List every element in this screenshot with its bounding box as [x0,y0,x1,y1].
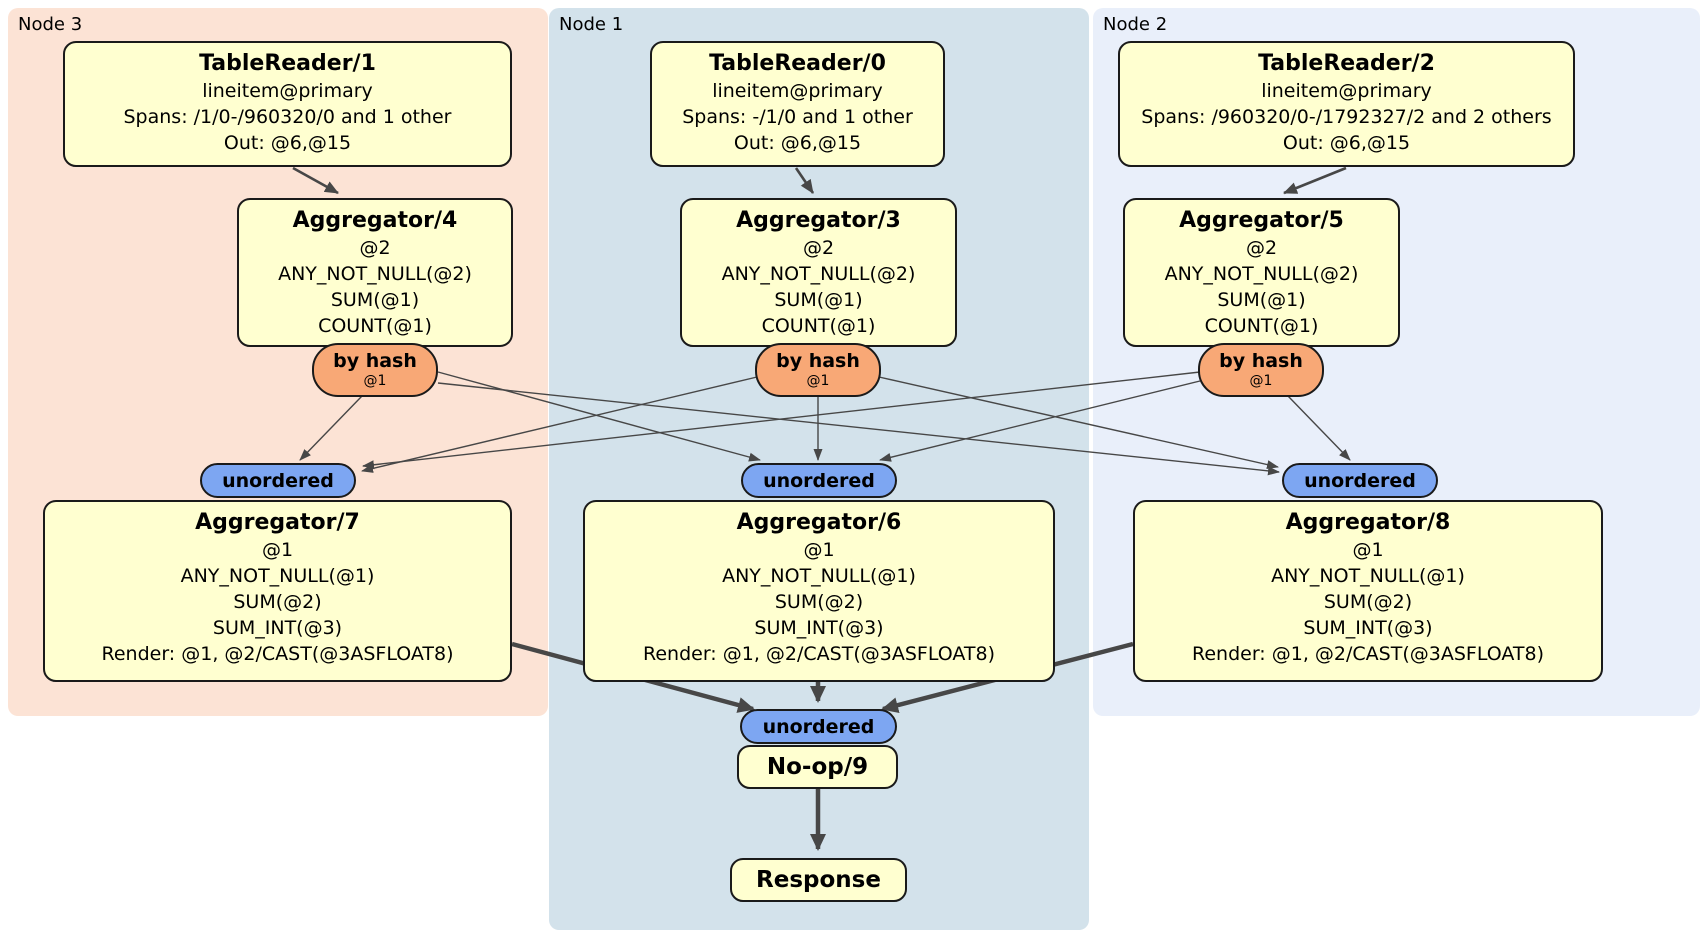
node-detail: SUM(@2) [774,591,864,613]
node-detail: lineitem@primary [202,80,373,102]
node-title: TableReader/2 [1258,51,1435,76]
router-label: by hash [333,350,417,372]
node-title: Response [756,867,881,893]
node-detail: @2 [359,237,391,259]
router-label: by hash [776,350,860,372]
node-detail: Out: @6,@15 [733,132,862,154]
node-title: Aggregator/7 [195,510,360,535]
node-detail: COUNT(@1) [761,315,876,337]
node-aggregator-4: Aggregator/4 @2 ANY_NOT_NULL(@2) SUM(@1)… [237,198,513,347]
node-detail: ANY_NOT_NULL(@1) [1271,565,1465,587]
node-detail: SUM(@1) [774,289,863,311]
node-detail: SUM_INT(@3) [1303,617,1433,639]
node-detail: ANY_NOT_NULL(@2) [721,263,916,285]
node-tablereader-2: TableReader/2 lineitem@primary Spans: /9… [1118,41,1575,167]
router-by-hash-node1: by hash @1 [755,343,881,397]
region-label: Node 1 [559,14,624,35]
node-detail: SUM_INT(@3) [212,617,343,639]
node-tablereader-1: TableReader/1 lineitem@primary Spans: /1… [63,41,512,167]
node-aggregator-3: Aggregator/3 @2 ANY_NOT_NULL(@2) SUM(@1)… [680,198,957,347]
sync-unordered-final: unordered [740,709,897,744]
node-detail: SUM(@1) [330,289,420,311]
node-detail: Render: @1, @2/CAST(@3ASFLOAT8) [1192,643,1544,665]
node-title: Aggregator/4 [292,208,458,233]
node-detail: ANY_NOT_NULL(@1) [722,565,916,587]
node-detail: Spans: /960320/0-/1792327/2 and 2 others [1141,106,1552,128]
node-detail: @1 [803,539,835,561]
router-label: by hash [1219,350,1303,372]
node-title: Aggregator/6 [736,510,902,535]
node-detail: lineitem@primary [1261,80,1432,102]
node-detail: @2 [1245,237,1278,259]
sync-unordered-node2: unordered [1282,463,1438,498]
node-detail: lineitem@primary [712,80,883,102]
node-detail: SUM(@1) [1217,289,1306,311]
node-detail: ANY_NOT_NULL(@1) [180,565,375,587]
node-detail: Render: @1, @2/CAST(@3ASFLOAT8) [643,643,995,665]
node-tablereader-0: TableReader/0 lineitem@primary Spans: -/… [650,41,945,167]
node-detail: SUM_INT(@3) [754,617,884,639]
node-aggregator-6: Aggregator/6 @1 ANY_NOT_NULL(@1) SUM(@2)… [583,500,1055,682]
node-detail: Render: @1, @2/CAST(@3ASFLOAT8) [101,643,454,665]
node-detail: Spans: -/1/0 and 1 other [682,106,913,128]
node-aggregator-7: Aggregator/7 @1 ANY_NOT_NULL(@1) SUM(@2)… [43,500,512,682]
node-detail: SUM(@2) [233,591,322,613]
router-hash-column: @1 [363,373,387,389]
sync-label: unordered [1304,469,1416,492]
node-detail: ANY_NOT_NULL(@2) [278,263,472,285]
node-aggregator-8: Aggregator/8 @1 ANY_NOT_NULL(@1) SUM(@2)… [1133,500,1603,682]
sync-unordered-node1: unordered [741,463,897,498]
node-detail: @1 [261,539,294,561]
node-title: Aggregator/8 [1285,510,1451,535]
router-hash-column: @1 [1249,373,1273,389]
router-by-hash-node3: by hash @1 [312,343,438,397]
node-detail: COUNT(@1) [318,315,432,337]
region-label: Node 3 [18,14,83,35]
node-title: Aggregator/3 [736,208,901,233]
node-title: No-op/9 [766,754,869,780]
node-detail: Spans: /1/0-/960320/0 and 1 other [123,106,452,128]
node-title: TableReader/1 [199,51,376,76]
node-aggregator-5: Aggregator/5 @2 ANY_NOT_NULL(@2) SUM(@1)… [1123,198,1400,347]
node-title: Aggregator/5 [1179,208,1344,233]
router-hash-column: @1 [806,373,830,389]
node-detail: @1 [1352,539,1384,561]
sync-label: unordered [762,715,875,738]
sync-label: unordered [763,469,875,492]
sync-label: unordered [222,469,334,492]
node-detail: SUM(@2) [1323,591,1413,613]
sync-unordered-node3: unordered [200,463,356,498]
node-title: TableReader/0 [709,51,886,76]
node-detail: @2 [802,237,835,259]
router-by-hash-node2: by hash @1 [1198,343,1324,397]
region-label: Node 2 [1103,14,1168,35]
node-detail: Out: @6,@15 [1282,132,1411,154]
node-detail: Out: @6,@15 [223,132,352,154]
node-detail: COUNT(@1) [1204,315,1319,337]
node-noop: No-op/9 [737,745,898,789]
node-detail: ANY_NOT_NULL(@2) [1164,263,1359,285]
node-response: Response [730,858,907,902]
